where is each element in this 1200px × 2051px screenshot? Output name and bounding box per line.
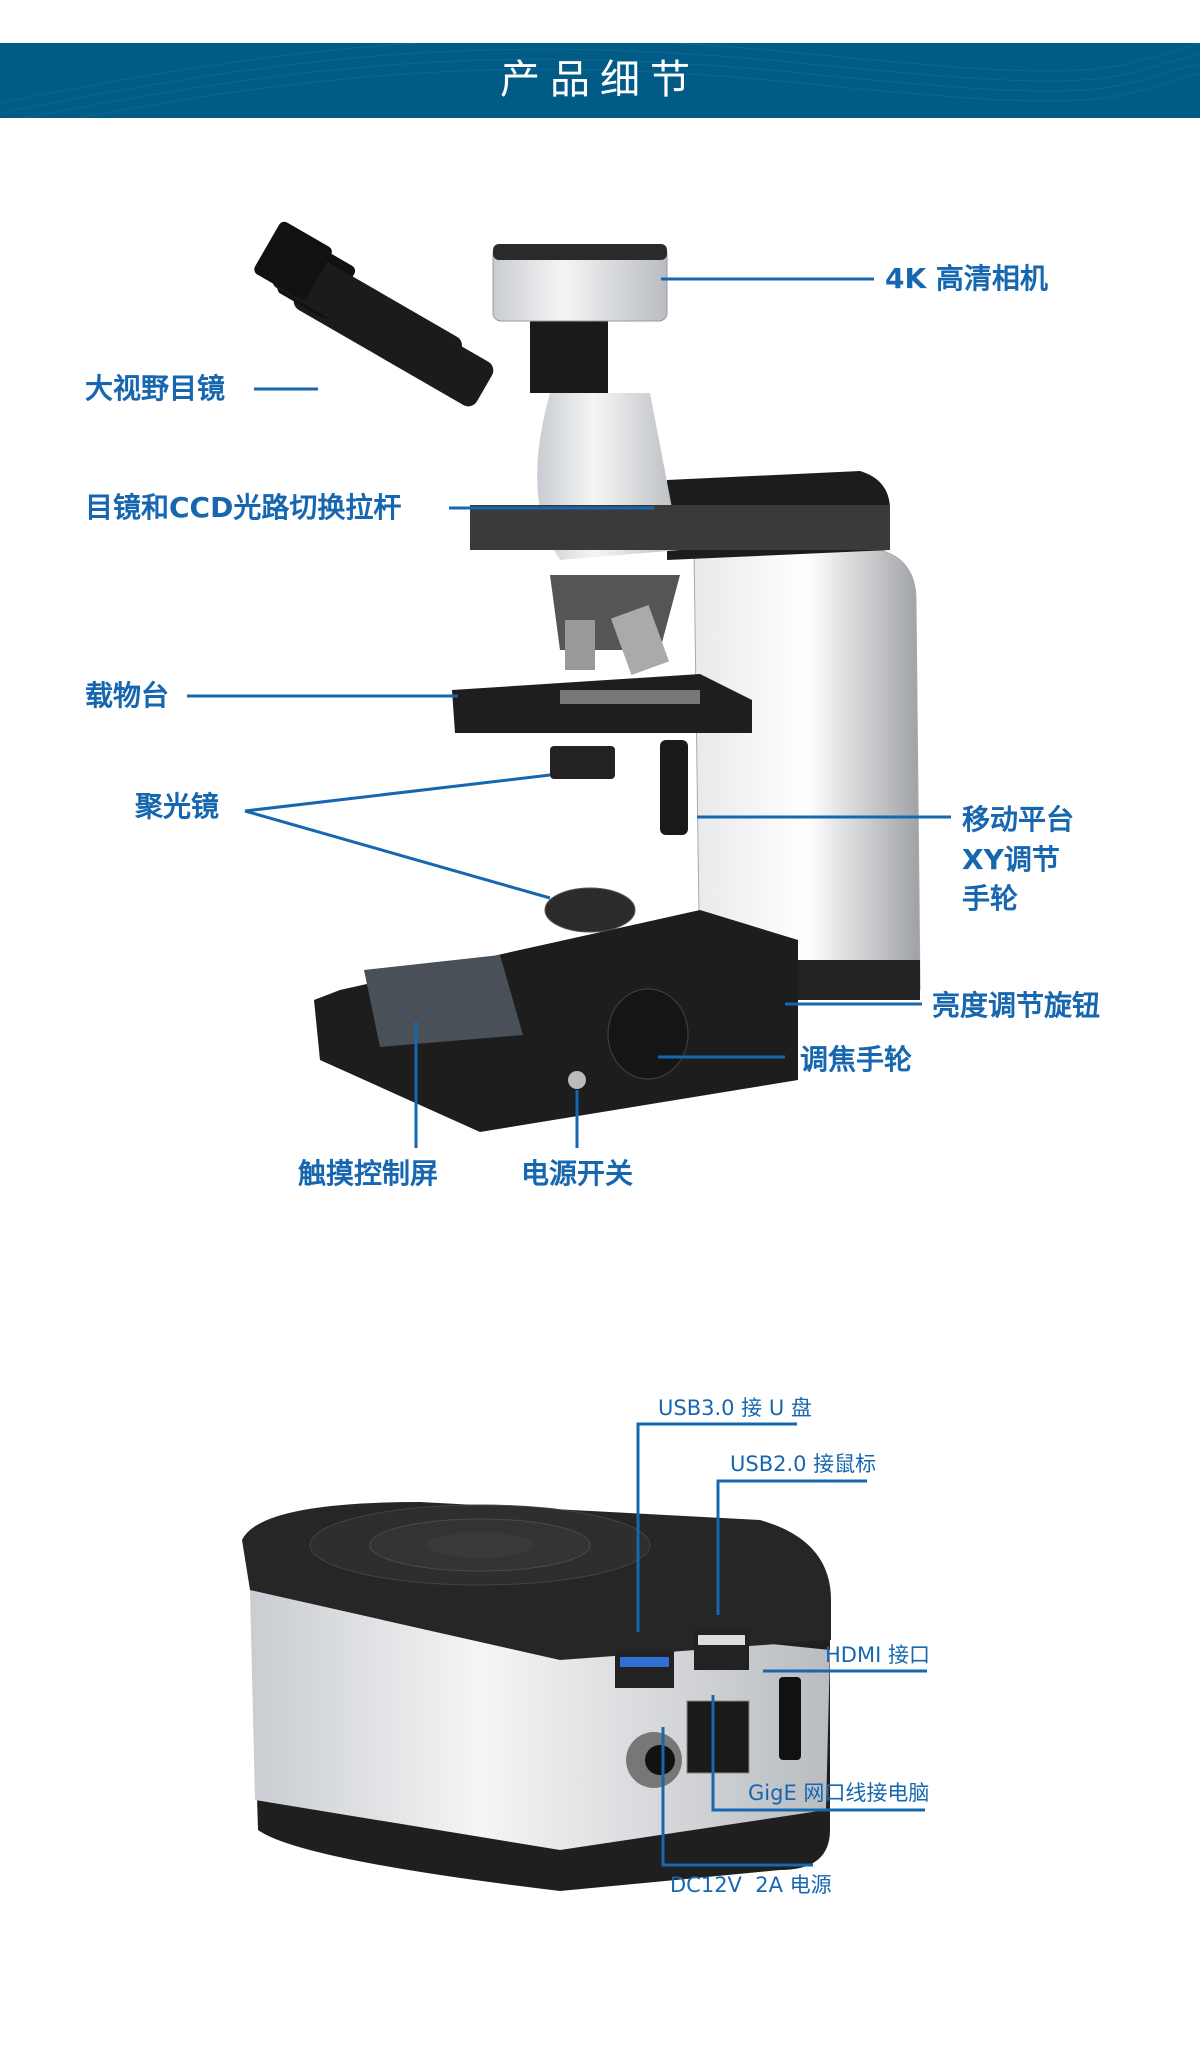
label-xy-knob-1: 移动平台 [962, 803, 1075, 836]
microscope-leader-lines [187, 277, 951, 1148]
camera-leader-lines [636, 1422, 927, 1867]
label-switch-lever: 目镜和CCD光路切换拉杆 [85, 491, 402, 524]
label-camera: 4K 高清相机 [885, 262, 1048, 295]
label-stage: 载物台 [85, 679, 170, 712]
label-usb3: USB3.0 接 U 盘 [658, 1396, 812, 1420]
microscope-image [254, 221, 921, 1132]
label-hdmi: HDMI 接口 [825, 1643, 930, 1667]
label-condenser: 聚光镜 [135, 790, 220, 823]
label-brightness-knob: 亮度调节旋钮 [932, 989, 1101, 1022]
label-power-switch: 电源开关 [521, 1157, 634, 1190]
wave-pattern [0, 43, 1200, 118]
label-touch-screen: 触摸控制屏 [298, 1157, 439, 1190]
camera-image [242, 1502, 831, 1891]
section-banner: 产品细节 [0, 43, 1200, 118]
label-dc-power: DC12V 2A 电源 [670, 1873, 832, 1897]
label-gige: GigE 网口线接电脑 [748, 1781, 930, 1805]
label-usb2: USB2.0 接鼠标 [730, 1452, 877, 1476]
label-xy-knob-3: 手轮 [962, 882, 1019, 915]
label-focus-knob: 调焦手轮 [800, 1043, 913, 1076]
label-xy-knob-2: XY调节 [962, 843, 1060, 876]
label-eyepiece: 大视野目镜 [85, 372, 226, 405]
section-title: 产品细节 [500, 57, 700, 103]
